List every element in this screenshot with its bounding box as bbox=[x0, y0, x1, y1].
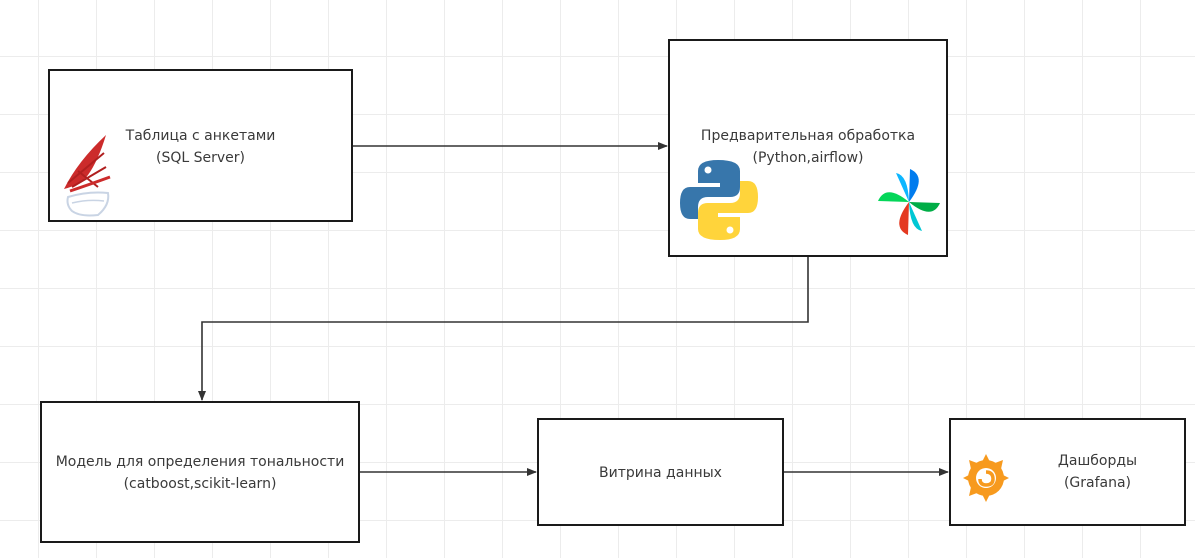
node-preprocessing-label: Предварительная обработка (Python,airflo… bbox=[670, 125, 946, 169]
node-survey-table-label: Таблица с анкетами (SQL Server) bbox=[50, 125, 351, 169]
node-dashboards[interactable]: Дашборды (Grafana) bbox=[949, 418, 1186, 526]
node-subtitle: (SQL Server) bbox=[156, 150, 245, 166]
node-data-mart-label: Витрина данных bbox=[539, 462, 782, 484]
node-subtitle: (Grafana) bbox=[1063, 475, 1132, 491]
node-sentiment-model-label: Модель для определения тональности (catb… bbox=[42, 451, 358, 495]
node-preprocessing[interactable]: Предварительная обработка (Python,airflo… bbox=[668, 39, 948, 257]
node-dashboards-label: Дашборды (Grafana) bbox=[1011, 450, 1184, 494]
node-sentiment-model[interactable]: Модель для определения тональности (catb… bbox=[40, 401, 360, 543]
node-title: Витрина данных bbox=[599, 465, 722, 481]
sql-server-icon bbox=[64, 135, 111, 217]
airflow-icon bbox=[878, 169, 940, 235]
node-title: Дашборды bbox=[1057, 453, 1138, 469]
python-icon bbox=[680, 160, 758, 240]
node-survey-table[interactable]: Таблица с анкетами (SQL Server) bbox=[48, 69, 353, 222]
grafana-icon bbox=[963, 454, 1009, 502]
node-title: Модель для определения тональности bbox=[55, 454, 345, 470]
node-title: Таблица с анкетами bbox=[125, 128, 276, 144]
node-subtitle: (catboost,scikit-learn) bbox=[123, 476, 277, 492]
edge-preprocessing-to-model bbox=[198, 257, 809, 401]
node-data-mart[interactable]: Витрина данных bbox=[537, 418, 784, 526]
node-subtitle: (Python,airflow) bbox=[752, 150, 864, 166]
node-title: Предварительная обработка bbox=[700, 128, 916, 144]
